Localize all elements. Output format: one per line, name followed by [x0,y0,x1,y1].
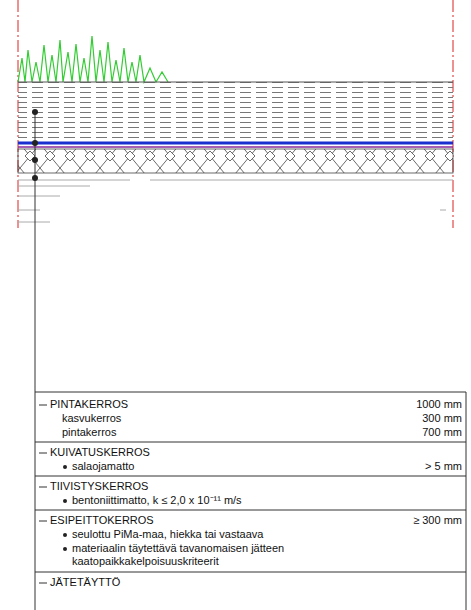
layer-heading: KUIVATUSKERROS [50,446,150,459]
dimension: 300 mm [422,412,462,425]
material-item: materiaalin täytettävä tavanomaisen jätt… [72,542,402,568]
layer-heading: PINTAKERROS [50,398,128,411]
material-item: salaojamatto [72,460,134,473]
layer-heading: JÄTETÄYTTÖ [50,576,120,589]
layer-heading: ESIPEITTOKERROS [50,514,154,527]
dimension: > 5 mm [425,460,462,473]
material-item: bentoniittimatto, k ≤ 2,0 x 10⁻¹¹ m/s [72,494,242,507]
dimension: ≥ 300 mm [413,514,462,527]
dimension: 700 mm [422,426,462,439]
sublayer-name: kasvukerros [62,412,121,425]
layer-heading: TIIVISTYSKERROS [50,480,148,493]
sublayer-name: pintakerros [62,426,116,439]
dimension: 1000 mm [416,398,462,411]
material-item: seulottu PiMa-maa, hiekka tai vastaava [72,528,263,541]
